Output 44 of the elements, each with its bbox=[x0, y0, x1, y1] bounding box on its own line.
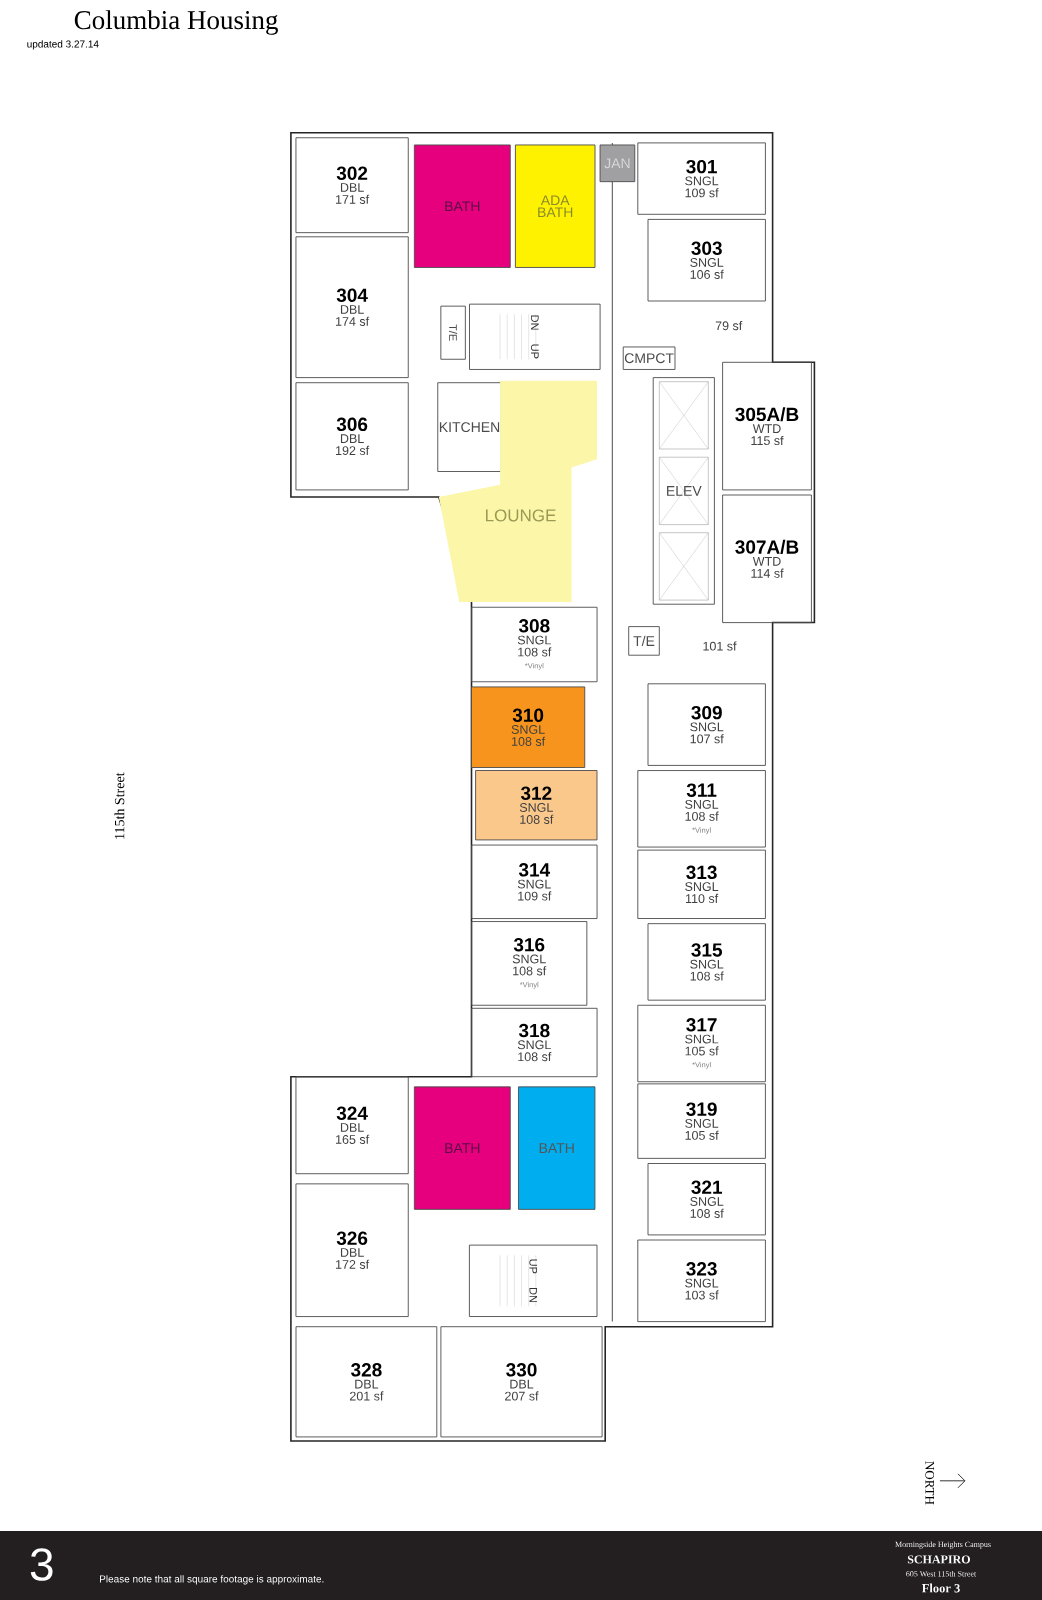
street-address: 605 West 115th Street bbox=[906, 1570, 977, 1577]
room-area: 314 SNGL 109 sf bbox=[471, 844, 598, 919]
stairwell: UP DN bbox=[468, 1244, 598, 1317]
footer-note: Please note that all square footage is approximate. bbox=[100, 1575, 324, 1585]
room-area: 309 SNGL 107 sf bbox=[647, 683, 766, 766]
area-label: 101 sf bbox=[703, 641, 737, 651]
room-area: 321 SNGL 108 sf bbox=[647, 1163, 766, 1236]
update-note: updated 3.27.14 bbox=[27, 40, 99, 50]
floor-number: 3 bbox=[30, 1548, 53, 1581]
room-area: 303 SNGL 106 sf bbox=[647, 218, 766, 302]
room-area: 313 SNGL 110 sf bbox=[637, 849, 766, 919]
stairwell: DN UP bbox=[469, 303, 601, 370]
bathroom: BATH bbox=[518, 1086, 596, 1210]
room-area: 318 SNGL 108 sf bbox=[471, 1007, 598, 1078]
bathroom: BATH bbox=[413, 144, 511, 268]
elevator-shaft: ELEV bbox=[652, 377, 715, 605]
street-label: 115th Street bbox=[114, 772, 125, 839]
room-area: 306 DBL 192 sf bbox=[295, 382, 409, 491]
closet: T/E bbox=[628, 626, 660, 656]
room-area: 324 DBL 165 sf bbox=[295, 1076, 409, 1175]
room-area: 323 SNGL 103 sf bbox=[637, 1239, 766, 1323]
closet: T/E bbox=[440, 305, 466, 360]
room-area: 319 SNGL 105 sf bbox=[637, 1083, 766, 1159]
bathroom: BATH bbox=[413, 1086, 511, 1210]
room-area: 304 DBL 174 sf bbox=[295, 236, 409, 379]
bathroom: ADA BATH bbox=[514, 144, 596, 268]
room-area: 302 DBL 171 sf bbox=[295, 137, 409, 234]
room-area: 312 SNGL 108 sf bbox=[475, 770, 598, 841]
room-area: 328 DBL 201 sf bbox=[295, 1326, 438, 1438]
room-area: 315 SNGL 108 sf bbox=[647, 923, 766, 1001]
building-name: SCHAPIRO bbox=[907, 1555, 970, 1564]
campus-name: Morningside Heights Campus bbox=[895, 1541, 991, 1549]
room-area: 326 DBL 172 sf bbox=[295, 1183, 409, 1317]
closet: JAN bbox=[599, 144, 636, 183]
area-label: 79 sf bbox=[715, 321, 743, 331]
room-area: 305A/B WTD 115 sf bbox=[722, 361, 812, 491]
room-area: 307A/B WTD 114 sf bbox=[722, 494, 812, 624]
room-area: 301 SNGL 109 sf bbox=[637, 142, 766, 215]
header-title: Columbia Housing bbox=[74, 10, 278, 35]
closet: CMPCT bbox=[622, 346, 676, 370]
north-label: NORTH bbox=[925, 1461, 935, 1505]
room-area: 310 SNGL 108 sf bbox=[471, 686, 586, 768]
floor-label: Floor 3 bbox=[921, 1583, 960, 1593]
room-area: 330 DBL 207 sf bbox=[440, 1326, 603, 1438]
